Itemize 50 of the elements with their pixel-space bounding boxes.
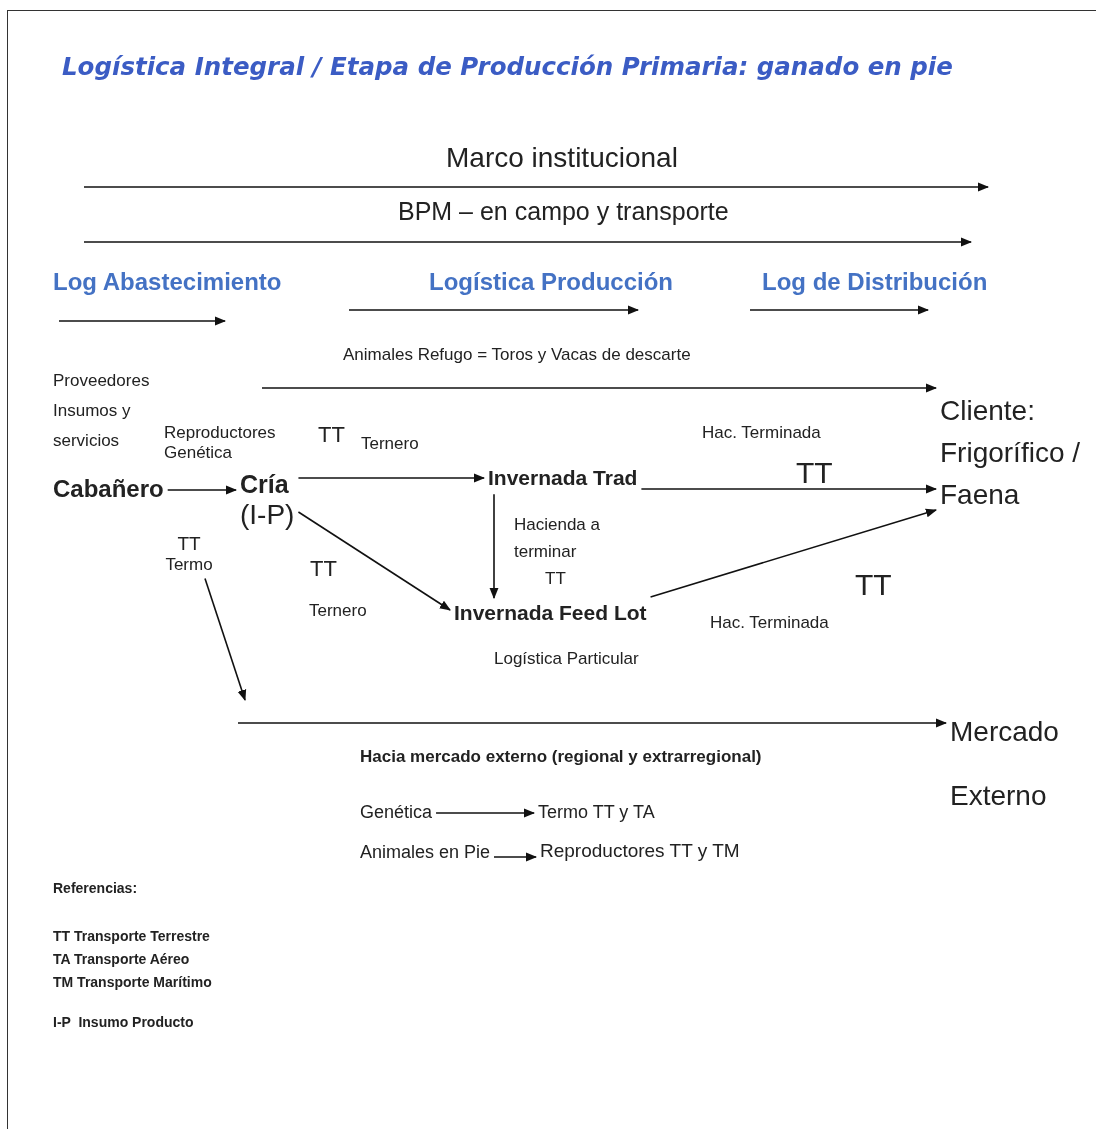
node-label: Genética xyxy=(360,802,433,823)
node-label: (I-P) xyxy=(240,498,295,531)
node-label: Termo TT y TA xyxy=(538,802,655,823)
arrow xyxy=(493,852,538,862)
transport-label: TT xyxy=(176,533,202,555)
annotation: TT xyxy=(318,422,345,448)
arrow xyxy=(297,511,451,611)
annotation: Ternero xyxy=(309,601,367,621)
arrow xyxy=(261,383,938,393)
node-label: Cabañero xyxy=(53,475,164,503)
node-label: Animales en Pie xyxy=(360,842,491,863)
transport-label: Termo xyxy=(164,554,214,575)
annotation: Animales Refugo = Toros y Vacas de descarte xyxy=(343,345,691,365)
arrow xyxy=(237,718,948,728)
annotation: Proveedores Insumos y servicios xyxy=(53,370,151,452)
arrow xyxy=(166,485,238,495)
node-label: Cría xyxy=(240,470,290,499)
node-label: Invernada Feed Lot xyxy=(454,601,647,626)
legend-note: Referencias: xyxy=(53,880,138,897)
annotation: Logística Particular xyxy=(494,649,639,669)
arrow xyxy=(640,484,938,494)
node-label: Cliente: Frigorífico / Faena xyxy=(940,394,1082,512)
legend-note: TT Transporte Terrestre xyxy=(53,928,210,945)
arrow xyxy=(204,577,247,702)
annotation: Hacia mercado externo (regional y extrarregional) xyxy=(360,747,762,767)
stage-heading: Logística Producción xyxy=(429,268,674,296)
node-label: Invernada Trad xyxy=(488,466,638,491)
arrow xyxy=(649,508,938,598)
annotation: TT xyxy=(310,556,337,582)
arrow xyxy=(489,493,499,600)
stage-heading: Log Abastecimiento xyxy=(53,268,282,296)
annotation: TT xyxy=(855,568,892,603)
annotation: TT xyxy=(796,456,833,491)
arrow xyxy=(435,808,536,818)
annotation: TT xyxy=(545,569,566,589)
annotation: Hacienda a terminar xyxy=(514,514,601,564)
flow-label: BPM – en campo y transporte xyxy=(398,197,729,226)
legend-note: TA Transporte Aéreo xyxy=(53,951,190,968)
title: Logística Integral / Etapa de Producción Primaria: ganado en pie xyxy=(62,52,953,81)
legend-note: I-P Insumo Producto xyxy=(53,1014,194,1031)
stage-heading: Log de Distribución xyxy=(762,268,988,296)
annotation: Reproductores Genética xyxy=(164,423,277,463)
annotation: Hac. Terminada xyxy=(710,613,829,633)
node-label: Reproductores TT y TM xyxy=(540,840,740,862)
flow-label: Marco institucional xyxy=(446,142,678,175)
annotation: Hac. Terminada xyxy=(702,423,821,443)
annotation: Ternero xyxy=(361,434,419,454)
node-label: Mercado Externo xyxy=(950,715,1060,814)
legend-note: TM Transporte Marítimo xyxy=(53,974,212,991)
arrow xyxy=(297,473,486,483)
